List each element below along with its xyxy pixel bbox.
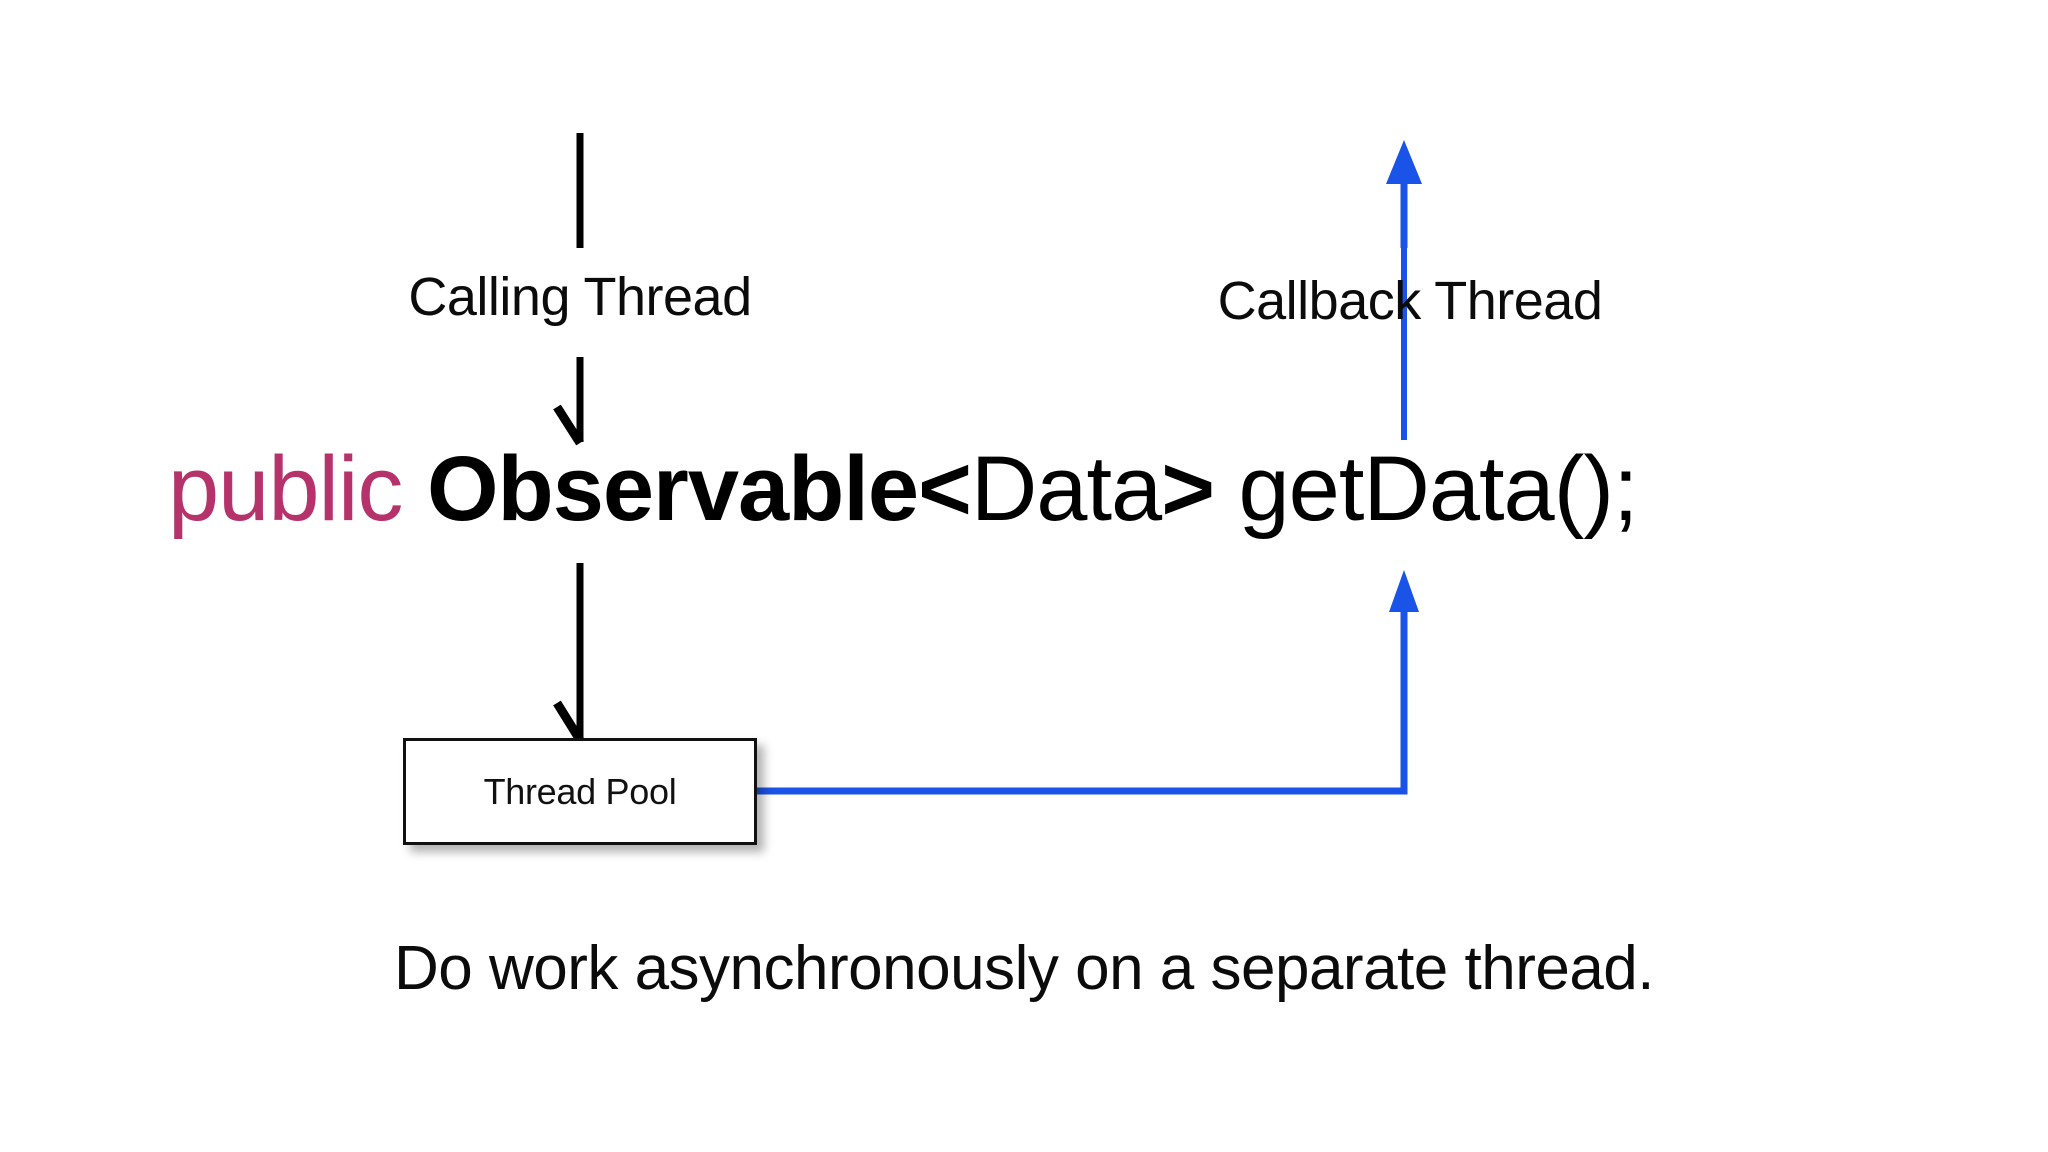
thread-pool-box: Thread Pool	[403, 738, 757, 845]
callback-path-from-thread-pool	[757, 600, 1408, 795]
signature-space-2	[1214, 438, 1239, 540]
thread-pool-label: Thread Pool	[483, 770, 677, 812]
signature-space-1	[402, 438, 427, 540]
callback-arrowhead-top	[1386, 140, 1422, 184]
signature-generic-arg: Data	[970, 438, 1162, 540]
calling-thread-arrowhead-bottom	[553, 700, 584, 743]
signature-method-name: getData();	[1238, 438, 1638, 540]
slide-caption: Do work asynchronously on a separate thr…	[393, 934, 1655, 1003]
method-signature: public Observable<Data> getData();	[168, 443, 1639, 535]
signature-angle-close: >	[1161, 438, 1215, 540]
signature-angle-open: <	[918, 438, 972, 540]
signature-keyword-public: public	[168, 438, 403, 540]
calling-thread-label: Calling Thread	[408, 267, 752, 327]
callback-thread-label: Callback Thread	[1217, 271, 1603, 331]
signature-return-type: Observable	[426, 438, 919, 540]
callback-arrowhead-lower	[1389, 570, 1419, 612]
